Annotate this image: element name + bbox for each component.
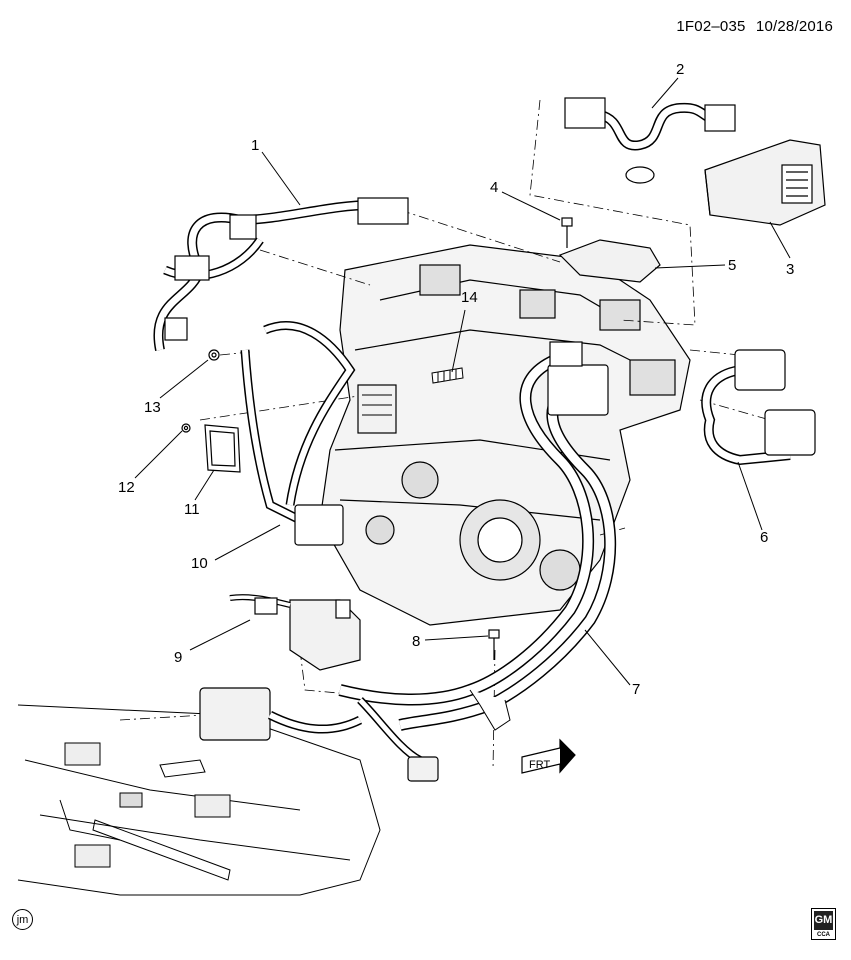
transmission-housing: [319, 244, 691, 626]
callout-10: 10: [191, 555, 208, 572]
callout-6: 6: [760, 529, 769, 546]
diagram-header: 1F02–035 10/28/2016: [676, 18, 833, 35]
leader-dashes: [119, 99, 771, 771]
callout-1: 1: [251, 137, 260, 154]
part-4-bolt: [561, 217, 573, 248]
callout-4: 4: [490, 179, 499, 196]
part-11-cover: [204, 424, 241, 473]
front-label: FRT: [529, 759, 550, 771]
part-7-cable-bundle: [338, 341, 617, 731]
floor-pan: [17, 704, 381, 896]
callout-13: 13: [144, 399, 161, 416]
part-12-nut: [181, 423, 191, 433]
callout-5: 5: [728, 257, 737, 274]
part-8-bolt: [488, 629, 500, 660]
gm-logo-sub: CCA: [817, 932, 830, 938]
part-10-harness: [240, 321, 397, 546]
lower-connector: [199, 687, 439, 782]
callout-9: 9: [174, 649, 183, 666]
diagram-id: 1F02–035: [676, 18, 746, 35]
part-1-harness: [153, 197, 409, 351]
gm-logo-text: GM: [814, 911, 833, 930]
author-mark: jm: [12, 909, 33, 930]
front-arrow-marker: FRT: [521, 738, 576, 774]
diagram-date: 10/28/2016: [755, 18, 833, 35]
part-6-harness: [701, 349, 816, 466]
callout-12: 12: [118, 479, 135, 496]
callout-14: 14: [461, 289, 478, 306]
part-5-bracket: [558, 239, 661, 283]
callout-8: 8: [412, 633, 421, 650]
part-2-harness: [564, 97, 736, 184]
callout-3: 3: [786, 261, 795, 278]
part-3-control-module: [704, 139, 826, 226]
callout-2: 2: [676, 61, 685, 78]
callout-7: 7: [632, 681, 641, 698]
gm-logo: GM CCA: [811, 908, 836, 940]
part-14-stud: [431, 367, 464, 384]
callout-11: 11: [184, 501, 200, 518]
callout-leaders: [134, 77, 791, 686]
part-13-nut: [208, 349, 220, 361]
part-9-assembly: [229, 594, 361, 671]
